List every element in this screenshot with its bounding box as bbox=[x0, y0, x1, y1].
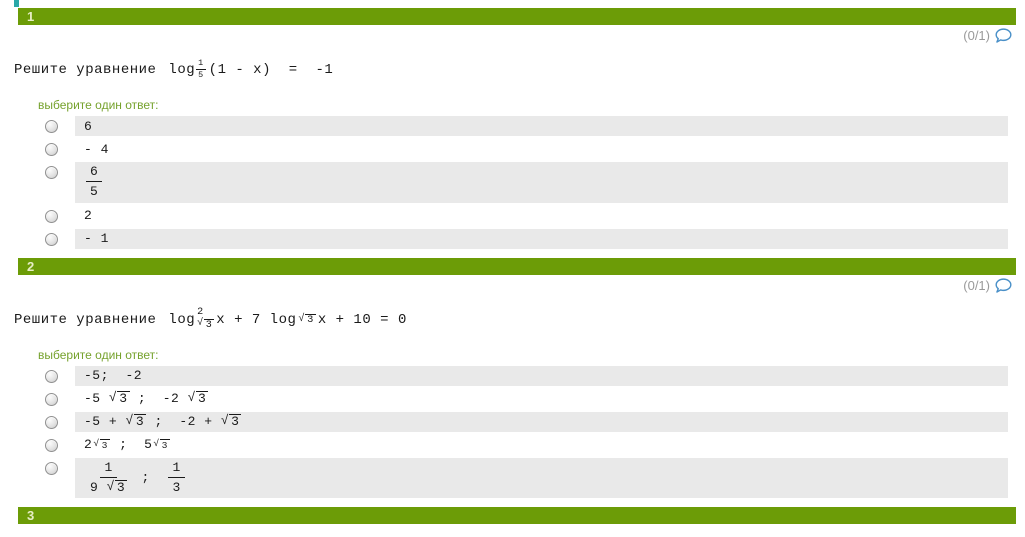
math-subsc: √3 bbox=[298, 312, 316, 327]
grade-row: (0/1) bbox=[0, 275, 1012, 296]
math-sup: √3 bbox=[153, 438, 170, 451]
math-txt: (1 - x) = -1 bbox=[208, 62, 334, 78]
option-radio[interactable] bbox=[45, 143, 58, 156]
comment-bubble-icon[interactable] bbox=[995, 28, 1012, 43]
option-radio[interactable] bbox=[45, 369, 58, 383]
option-radio[interactable] bbox=[45, 438, 58, 452]
option-radio[interactable] bbox=[45, 232, 58, 246]
math-txt: 1 bbox=[198, 58, 204, 69]
choose-prompt: выберите один ответ: bbox=[38, 98, 159, 112]
option-radio[interactable] bbox=[45, 166, 58, 179]
math-txt: ; -2 bbox=[129, 391, 188, 406]
math-txt: 2 bbox=[84, 208, 93, 223]
math-txt: 9 bbox=[90, 479, 107, 495]
option-radio[interactable] bbox=[45, 209, 58, 223]
math-txt: -5 bbox=[84, 391, 109, 406]
option-row: 2 bbox=[45, 206, 1008, 226]
math-root: √3 bbox=[93, 437, 110, 451]
math-txt: ; 5 bbox=[110, 437, 153, 452]
comment-bubble-icon[interactable] bbox=[995, 277, 1012, 293]
option-label[interactable]: -5; -2 bbox=[75, 365, 1008, 386]
math-root: √3 bbox=[187, 389, 209, 406]
option-label[interactable]: 6 bbox=[75, 116, 1008, 136]
option-label[interactable]: -5 √3 ; -2 √3 bbox=[75, 389, 1008, 409]
math-root: √3 bbox=[108, 389, 130, 406]
choose-prompt: выберите один ответ: bbox=[38, 347, 159, 362]
math-txt: 5 bbox=[198, 70, 204, 80]
option-row: 6 bbox=[45, 116, 1008, 136]
question-number-bar: 2 bbox=[18, 257, 1016, 275]
option-label[interactable]: - 1 bbox=[75, 228, 1008, 249]
math-root: √3 bbox=[220, 412, 242, 429]
option-row: -5 √3 ; -2 √3 bbox=[45, 389, 1008, 409]
question-number: 3 bbox=[27, 508, 35, 523]
math-root: √3 bbox=[153, 437, 170, 451]
math-txt: 3 bbox=[172, 479, 181, 495]
math-txt: log bbox=[168, 62, 196, 78]
math-txt: - 1 bbox=[84, 231, 109, 246]
grade-label: (0/1) bbox=[963, 28, 990, 43]
option-radio[interactable] bbox=[45, 120, 58, 133]
option-row: - 1 bbox=[45, 228, 1008, 249]
math-txt: ; bbox=[133, 470, 167, 486]
math-txt: 6 bbox=[84, 118, 93, 134]
question-number-bar: 1 bbox=[18, 8, 1016, 25]
math-txt: 1 bbox=[104, 459, 113, 475]
question-text-prefix: Решите уравнение bbox=[14, 62, 157, 78]
option-row: - 4 bbox=[45, 139, 1008, 159]
option-label[interactable]: 2√3 ; 5√3 bbox=[75, 435, 1008, 455]
math-txt: 1 bbox=[172, 459, 181, 475]
question-number: 1 bbox=[27, 9, 35, 24]
math-txt: -5; -2 bbox=[84, 368, 143, 383]
math-txt: x + 7 log bbox=[216, 311, 297, 328]
math-txt: 2 bbox=[197, 307, 204, 319]
question-number: 2 bbox=[27, 258, 35, 274]
option-radio[interactable] bbox=[45, 461, 58, 475]
math-frac: 1 9 √3 bbox=[86, 460, 131, 497]
option-label[interactable]: - 4 bbox=[75, 139, 1008, 159]
math-supsub: 2√3 bbox=[197, 307, 215, 332]
math-txt: 6 bbox=[90, 164, 99, 179]
math-txt: ; -2 + bbox=[146, 414, 221, 429]
math-root: √3 bbox=[125, 412, 147, 429]
math-root: √3 bbox=[298, 312, 316, 326]
option-row: -5 + √3 ; -2 + √3 bbox=[45, 411, 1008, 432]
grade-row: (0/1) bbox=[0, 25, 1012, 46]
math-txt: -5 + bbox=[84, 414, 126, 429]
math-sup: √3 bbox=[93, 438, 110, 451]
option-radio[interactable] bbox=[45, 392, 58, 406]
grade-label: (0/1) bbox=[963, 277, 990, 293]
option-row: 2√3 ; 5√3 bbox=[45, 435, 1008, 455]
math-txt: 5 bbox=[90, 184, 99, 200]
option-label[interactable]: 2 bbox=[75, 206, 1008, 226]
clipped-top-fragment bbox=[14, 0, 19, 7]
option-row: -5; -2 bbox=[45, 365, 1008, 386]
math-txt: 2 bbox=[84, 437, 93, 452]
math-txt: log bbox=[168, 311, 196, 328]
option-label[interactable]: -5 + √3 ; -2 + √3 bbox=[75, 411, 1008, 432]
math-txt: - 4 bbox=[84, 141, 109, 157]
question-text-prefix: Решите уравнение bbox=[14, 311, 157, 328]
next-question-bar: 3 bbox=[18, 507, 1016, 524]
math-root: √3 bbox=[106, 478, 128, 495]
math-txt: x + 10 = 0 bbox=[317, 311, 407, 328]
option-radio[interactable] bbox=[45, 415, 58, 429]
math-root: √3 bbox=[197, 318, 215, 332]
